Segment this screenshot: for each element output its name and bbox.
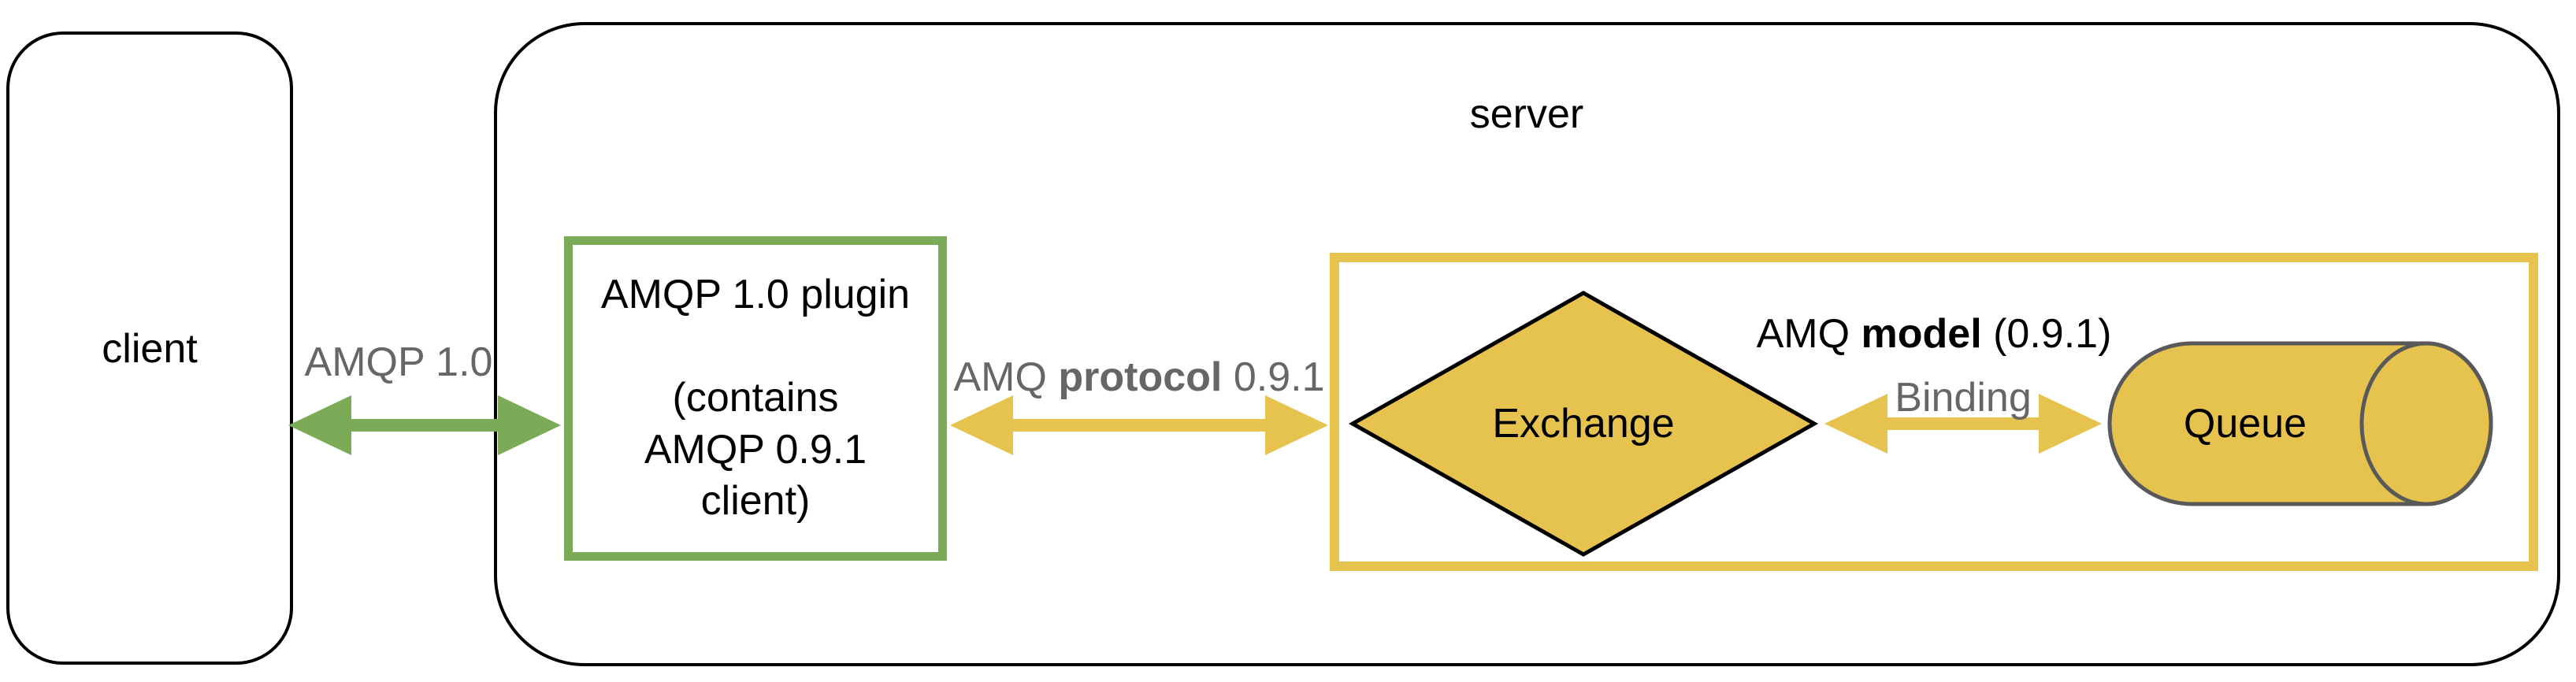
model-title-prefix: AMQ — [1756, 311, 1861, 357]
amq-protocol-arrow — [950, 395, 1328, 455]
arrow-head-right — [498, 395, 561, 455]
model-title-suffix: (0.9.1) — [1981, 311, 2112, 357]
arrow-head-left — [288, 395, 351, 455]
queue-cylinder — [2107, 341, 2493, 506]
amqp10-arrow-label: AMQP 1.0 — [304, 339, 493, 385]
amq-protocol-arrow-label: AMQ protocol 0.9.1 — [954, 354, 1325, 401]
cylinder-rim — [2359, 341, 2493, 506]
arrow-head-right — [2039, 394, 2102, 454]
binding-arrow — [1824, 394, 2102, 454]
plugin-text-line: (contains — [672, 375, 839, 421]
arrow-head-left — [1824, 394, 1887, 454]
queue-label: Queue — [2183, 401, 2307, 447]
plugin-text-line: AMQP 1.0 plugin — [600, 272, 911, 318]
client-label: client — [102, 326, 198, 372]
server-box — [494, 22, 2560, 666]
protocol-label-prefix: AMQ — [953, 354, 1059, 400]
client-box — [6, 32, 293, 665]
model-title-emphasis: model — [1861, 311, 1982, 357]
amq-model-box — [1330, 253, 2538, 571]
arrow-head-left — [950, 395, 1013, 455]
amq-model-title: AMQ model (0.9.1) — [1757, 310, 2112, 358]
amqp-plugin-box: AMQP 1.0 plugin (contains AMQP 0.9.1 cli… — [564, 236, 947, 561]
exchange-label: Exchange — [1492, 401, 1675, 447]
protocol-label-suffix: 0.9.1 — [1222, 354, 1325, 400]
plugin-text-line: client) — [700, 478, 811, 524]
protocol-label-emphasis: protocol — [1058, 354, 1223, 400]
binding-arrow-label: Binding — [1895, 375, 2032, 421]
amqp10-arrow — [288, 395, 561, 455]
server-label: server — [1469, 91, 1584, 137]
exchange-diamond — [1348, 291, 1819, 557]
plugin-text-line: AMQP 0.9.1 — [644, 426, 867, 473]
arrow-head-right — [1265, 395, 1328, 455]
